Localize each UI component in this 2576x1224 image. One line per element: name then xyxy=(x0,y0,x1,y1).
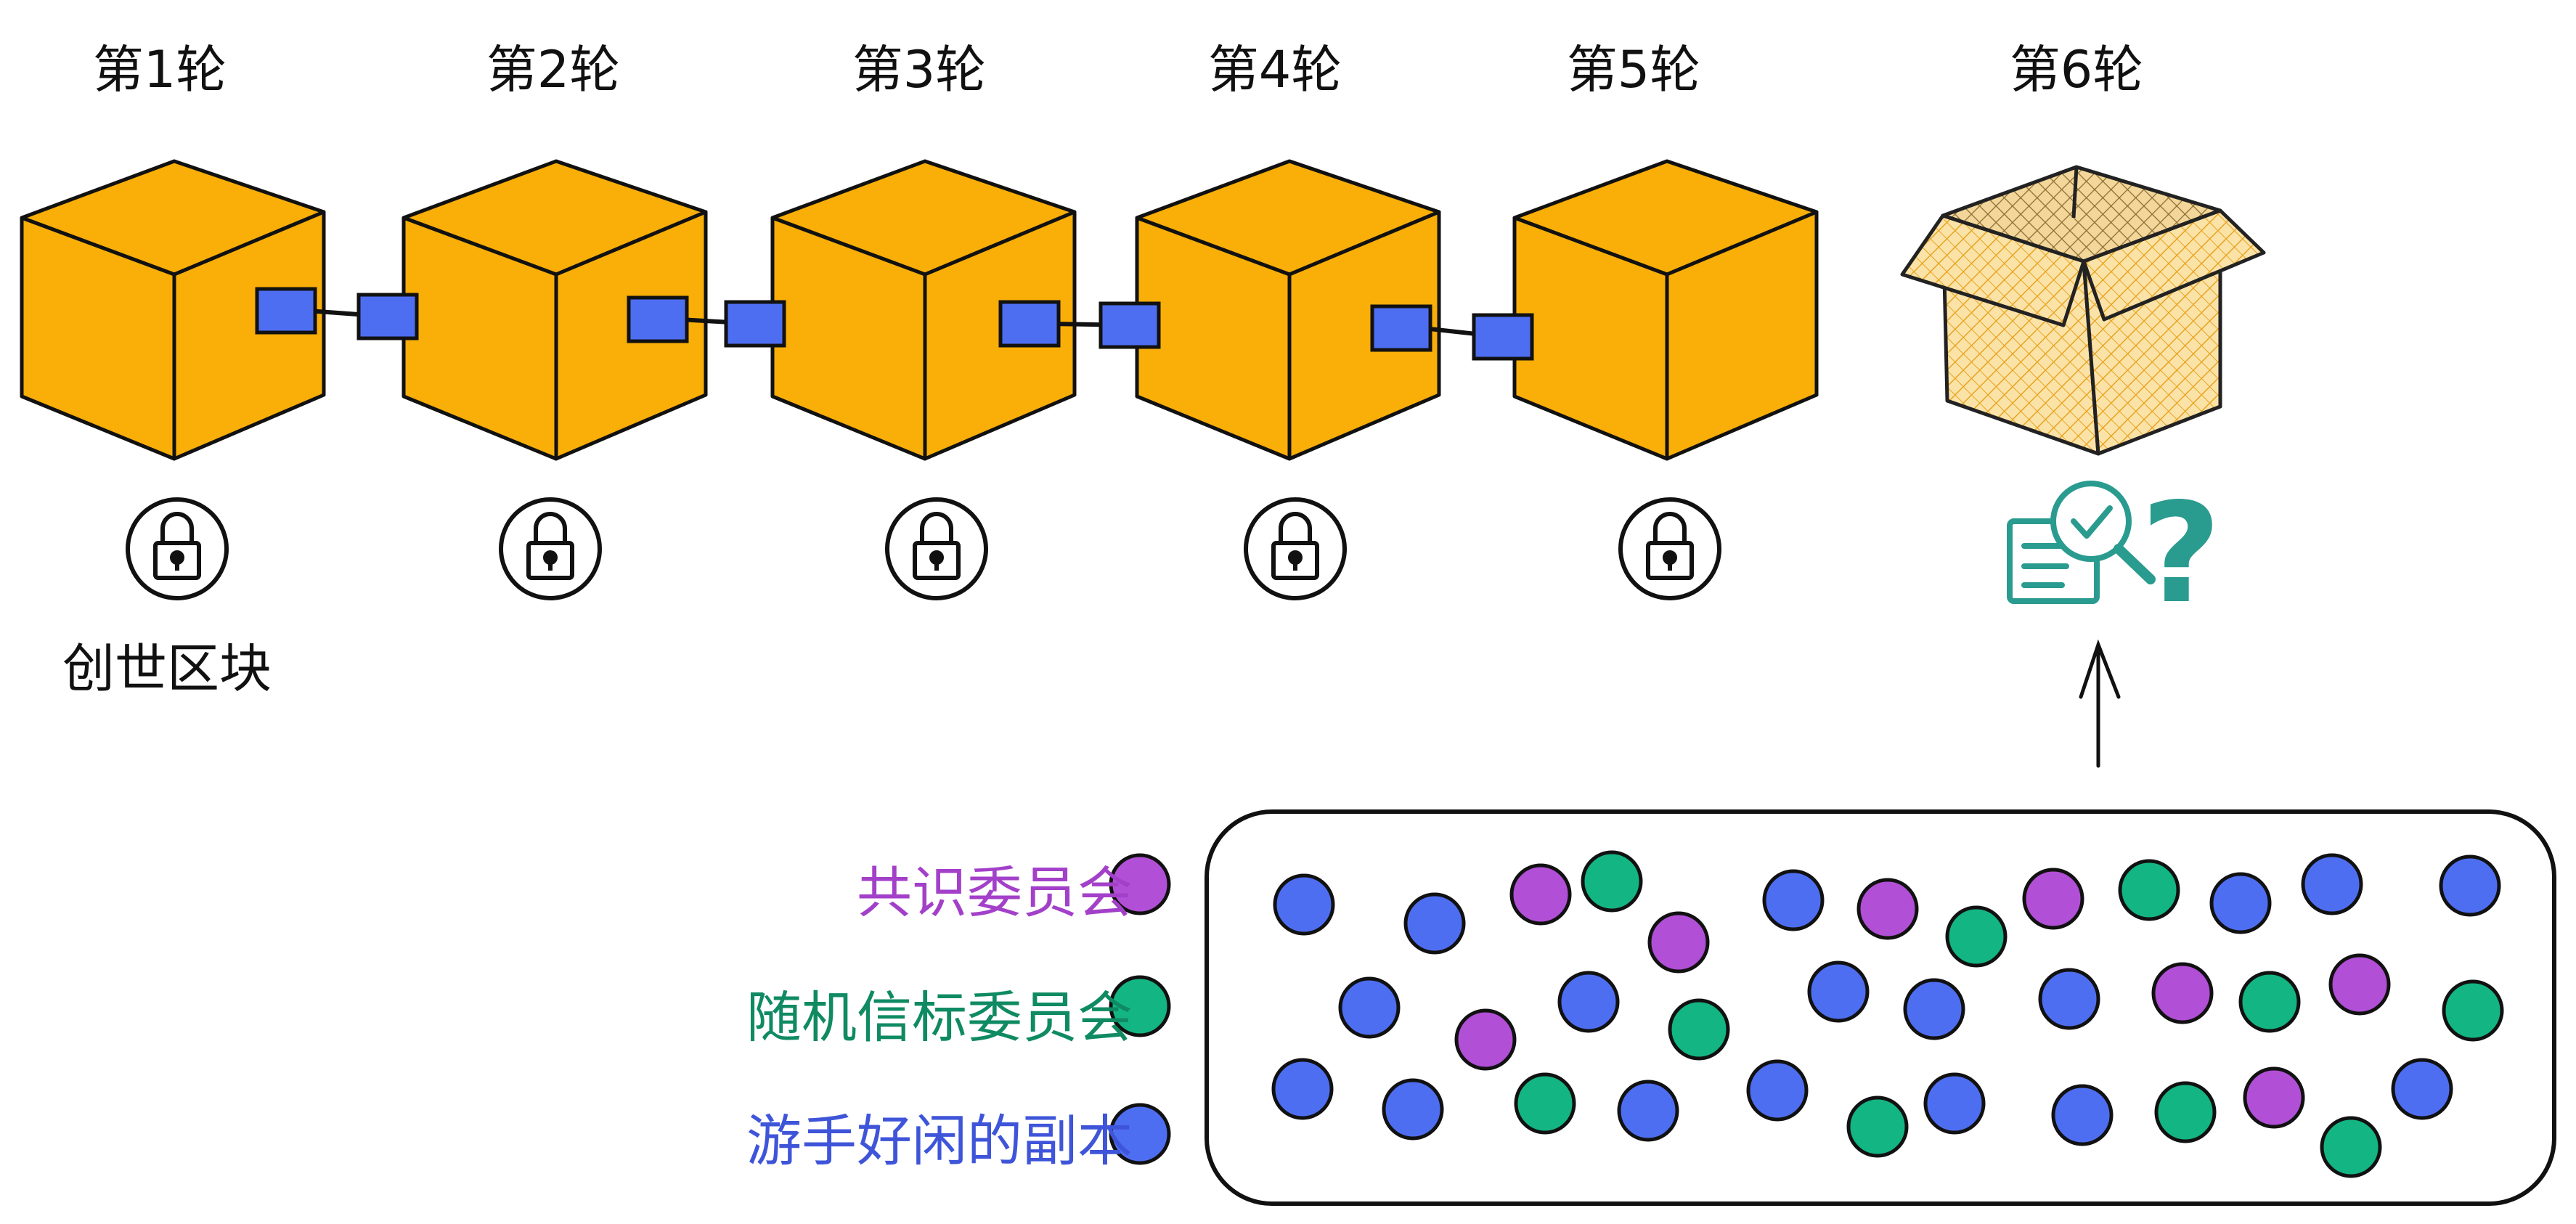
round-label-5: 第5轮 xyxy=(1566,40,1701,99)
legend-idle-replicas: 游手好闲的副本 xyxy=(746,1109,1133,1173)
replica-dot xyxy=(1581,850,1643,913)
chain-link-2 xyxy=(627,295,786,348)
round-label-2: 第2轮 xyxy=(486,40,621,99)
replica-dot xyxy=(2154,1081,2217,1143)
genesis-block-label: 创世区块 xyxy=(62,638,272,699)
round-label-4: 第4轮 xyxy=(1207,40,1342,99)
replica-dot xyxy=(2439,854,2501,917)
replica-dot xyxy=(2243,1066,2305,1129)
replica-dot xyxy=(2118,859,2180,921)
legend-consensus-committee: 共识委员会 xyxy=(857,860,1133,925)
lock-icon xyxy=(1244,497,1347,600)
round-label-1: 第1轮 xyxy=(92,40,227,99)
replica-dot xyxy=(1846,1096,1909,1158)
replica-dot xyxy=(2151,962,2214,1024)
replica-dot xyxy=(1746,1059,1809,1122)
replica-dot xyxy=(1454,1008,1517,1071)
replica-dot xyxy=(2442,979,2504,1042)
document-search-check-icon xyxy=(2007,481,2156,604)
replica-dot xyxy=(1403,892,1466,955)
replica-dot xyxy=(2391,1058,2453,1120)
replica-dot xyxy=(1923,1072,1986,1135)
lock-icon xyxy=(885,497,988,600)
replica-dot xyxy=(1668,998,1730,1061)
legend-random-beacon-committee: 随机信标委员会 xyxy=(746,985,1133,1050)
replica-dot xyxy=(2328,953,2391,1016)
legend-dot-2 xyxy=(1109,975,1171,1037)
replica-dot xyxy=(1762,869,1825,931)
replica-dot xyxy=(2038,968,2100,1030)
legend-dot-1 xyxy=(1109,853,1171,915)
replica-dot xyxy=(1338,976,1401,1039)
replica-dot xyxy=(1807,960,1870,1023)
replica-dot xyxy=(1856,878,1919,940)
replica-dot xyxy=(1509,863,1572,926)
replica-dot xyxy=(1945,905,2008,968)
replica-dot xyxy=(2301,853,2363,915)
legend-dot-3 xyxy=(1109,1103,1171,1165)
lock-icon xyxy=(499,497,602,600)
replica-dot xyxy=(1382,1078,1444,1141)
chain-link-3 xyxy=(998,300,1161,349)
block-cube-4 xyxy=(1135,159,1441,461)
empty-block-box xyxy=(1900,165,2266,456)
chain-link-1 xyxy=(255,287,419,340)
replica-dot xyxy=(1273,873,1335,936)
replica-dot xyxy=(2238,971,2301,1033)
replica-dot xyxy=(1271,1058,1334,1120)
replica-dot xyxy=(2051,1084,2114,1146)
block-cube-5 xyxy=(1512,159,1819,461)
replica-dot xyxy=(2209,872,2272,934)
round-label-3: 第3轮 xyxy=(852,40,987,99)
lock-icon xyxy=(1618,497,1721,600)
chain-link-4 xyxy=(1370,304,1534,361)
replica-dot xyxy=(2022,868,2084,930)
round-label-6: 第6轮 xyxy=(2009,40,2144,99)
replica-dot xyxy=(1903,978,1965,1040)
replica-dot xyxy=(1617,1080,1679,1142)
replica-dot xyxy=(1647,911,1710,974)
replica-dot xyxy=(1514,1072,1576,1135)
question-mark-icon: ? xyxy=(2141,473,2221,634)
block-cube-3 xyxy=(770,159,1077,461)
replica-dot xyxy=(2320,1116,2382,1178)
arrow-up-icon xyxy=(2079,639,2121,768)
lock-icon xyxy=(126,497,229,600)
replica-dot xyxy=(1557,971,1620,1033)
block-cube-1 xyxy=(20,159,326,461)
